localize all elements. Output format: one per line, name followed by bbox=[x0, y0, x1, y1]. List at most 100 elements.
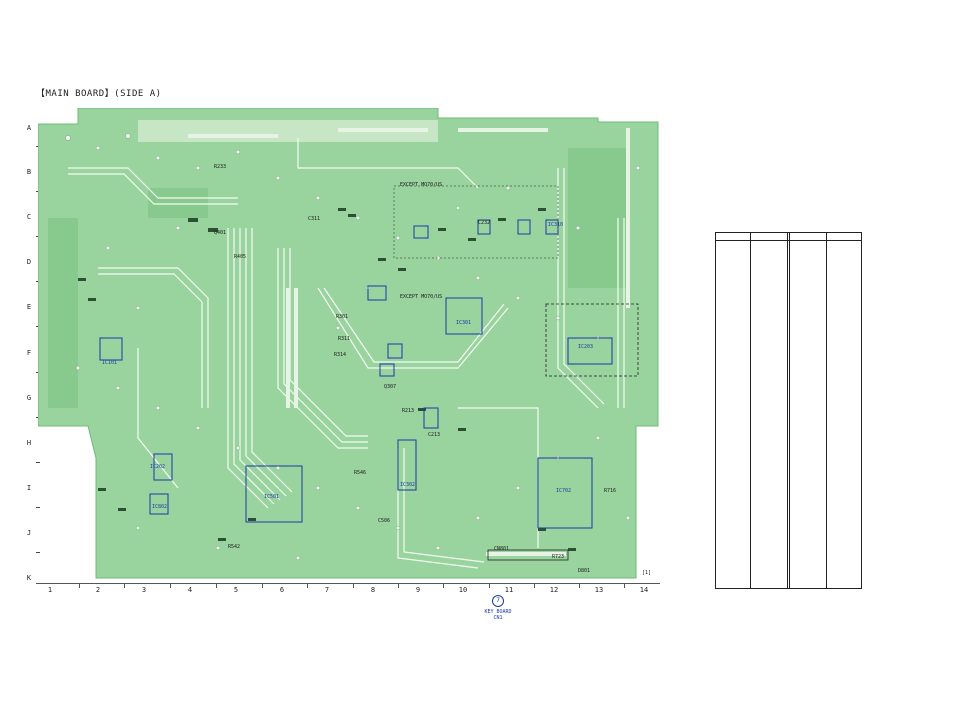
col-label-7: 7 bbox=[324, 586, 330, 594]
col-label-14: 14 bbox=[639, 586, 649, 594]
corner-mark: [1] bbox=[642, 570, 652, 576]
col-tick bbox=[398, 583, 399, 588]
ic302-outline bbox=[397, 439, 417, 491]
ic-outlines bbox=[99, 219, 613, 529]
col-label-3: 3 bbox=[141, 586, 147, 594]
ic302-label: IC302 bbox=[400, 482, 416, 488]
col-label-10: 10 bbox=[458, 586, 468, 594]
row-tick bbox=[36, 507, 40, 508]
ic203-label: IC203 bbox=[578, 344, 594, 350]
module-outline bbox=[545, 303, 639, 377]
col-label-6: 6 bbox=[279, 586, 285, 594]
row-label-i: I bbox=[26, 484, 32, 492]
table-column-rule bbox=[750, 233, 751, 588]
row-tick bbox=[36, 462, 40, 463]
row-label-j: J bbox=[26, 529, 32, 537]
c311-label: C311 bbox=[308, 216, 321, 222]
table-column-rule bbox=[787, 233, 790, 588]
col-tick bbox=[307, 583, 308, 588]
ic802-label: IC802 bbox=[152, 504, 168, 510]
row-tick bbox=[36, 552, 40, 553]
col-tick bbox=[579, 583, 580, 588]
r311-label: R311 bbox=[338, 336, 351, 342]
r716-label: R716 bbox=[604, 488, 617, 494]
ic301-outline bbox=[445, 297, 483, 335]
pcb-layout bbox=[38, 108, 659, 579]
col-tick bbox=[124, 583, 125, 588]
ic202-outline bbox=[153, 453, 173, 481]
col-label-5: 5 bbox=[233, 586, 239, 594]
ic101-outline bbox=[99, 337, 123, 361]
copper-area bbox=[48, 218, 78, 408]
col-label-2: 2 bbox=[95, 586, 101, 594]
except-label-2: EXCEPT MO70/US bbox=[400, 294, 443, 300]
q401-label: Q401 bbox=[214, 230, 227, 236]
r213-label: R213 bbox=[402, 408, 415, 414]
row-label-f: F bbox=[26, 349, 32, 357]
row-label-e: E bbox=[26, 303, 32, 311]
vias bbox=[65, 133, 641, 561]
row-label-g: G bbox=[26, 394, 32, 402]
q307-label: Q307 bbox=[384, 384, 397, 390]
row-label-d: D bbox=[26, 258, 32, 266]
cn801-label: CN801 bbox=[494, 546, 510, 552]
callout-label-line2: CN1 bbox=[493, 615, 503, 621]
ic702-label: IC702 bbox=[556, 488, 572, 494]
ic501-label: IC501 bbox=[264, 494, 280, 500]
copper-area bbox=[148, 188, 208, 218]
row-label-b: B bbox=[26, 168, 32, 176]
ic101-label: IC101 bbox=[102, 360, 118, 366]
r405-label: R405 bbox=[234, 254, 247, 260]
col-tick bbox=[534, 583, 535, 588]
c213-label: C213 bbox=[428, 432, 441, 438]
col-label-1: 1 bbox=[47, 586, 53, 594]
pad-rows bbox=[188, 128, 630, 556]
r301-label: R301 bbox=[336, 314, 349, 320]
row-label-a: A bbox=[26, 124, 32, 132]
keyboard-callout: 7 KEY BOARD CN1 bbox=[478, 595, 518, 621]
table-column-rule bbox=[826, 233, 827, 588]
r723-label: R723 bbox=[552, 554, 565, 560]
except-label: EXCEPT MO70/US bbox=[400, 182, 443, 188]
col-tick bbox=[216, 583, 217, 588]
col-label-9: 9 bbox=[415, 586, 421, 594]
r233-label: R233 bbox=[214, 164, 227, 170]
ic802-outline bbox=[149, 493, 169, 515]
callout-label-line1: KEY BOARD bbox=[484, 609, 512, 615]
col-label-11: 11 bbox=[504, 586, 514, 594]
ic702-outline bbox=[537, 457, 593, 529]
r314-label: R314 bbox=[334, 352, 347, 358]
ic501-outline bbox=[245, 465, 303, 523]
col-tick bbox=[170, 583, 171, 588]
copper-area bbox=[568, 148, 628, 288]
ic301-label: IC301 bbox=[456, 320, 472, 326]
col-label-13: 13 bbox=[594, 586, 604, 594]
col-label-12: 12 bbox=[549, 586, 559, 594]
board-outline bbox=[38, 108, 659, 579]
callout-number: 7 bbox=[492, 595, 504, 607]
d801-label: D801 bbox=[578, 568, 591, 574]
r546-label: R546 bbox=[354, 470, 367, 476]
col-label-8: 8 bbox=[370, 586, 376, 594]
c232-label: C232 bbox=[478, 220, 491, 226]
ic203-outline bbox=[567, 337, 613, 365]
trace-bundle bbox=[68, 138, 625, 569]
c506-label: C506 bbox=[378, 518, 391, 524]
ic202-label: IC202 bbox=[150, 464, 166, 470]
page-title: 【MAIN BOARD】(SIDE A) bbox=[36, 89, 162, 99]
row-label-c: C bbox=[26, 213, 32, 221]
row-ruler: A B C D E F G H I J K bbox=[22, 110, 40, 582]
col-label-4: 4 bbox=[187, 586, 193, 594]
column-ruler: 1 2 3 4 5 6 7 8 9 10 11 12 13 14 bbox=[36, 583, 660, 598]
col-tick bbox=[443, 583, 444, 588]
parts-location-table bbox=[715, 232, 862, 589]
ic310-label: IC310 bbox=[548, 222, 564, 228]
col-tick bbox=[79, 583, 80, 588]
r542-label: R542 bbox=[228, 544, 241, 550]
main-board: IC501 IC702 IC301 IC302 IC310 IC203 IC20… bbox=[38, 108, 660, 584]
row-label-k: K bbox=[26, 574, 32, 582]
section-outline bbox=[393, 185, 559, 259]
row-label-h: H bbox=[26, 439, 32, 447]
cn801-outline bbox=[487, 549, 569, 561]
col-tick bbox=[262, 583, 263, 588]
